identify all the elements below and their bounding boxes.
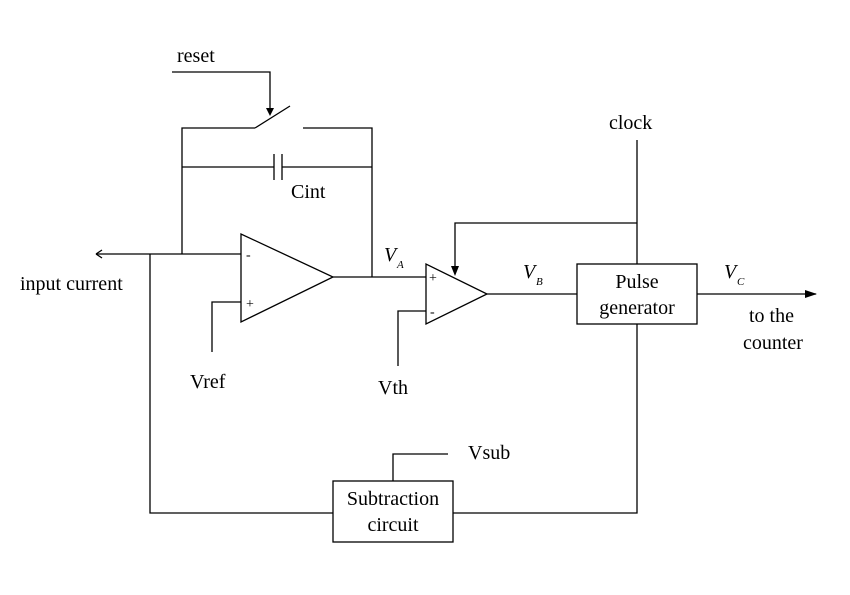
subtraction-circuit-label-line1: Subtraction <box>347 488 439 510</box>
reset-label: reset <box>177 45 215 67</box>
vc-main: V <box>724 261 739 283</box>
capacitor-cint <box>182 154 372 180</box>
vsub-label: Vsub <box>468 442 510 464</box>
pulse-generator-label-line1: Pulse <box>615 271 658 293</box>
input-current-label: input current <box>20 273 123 295</box>
vb-subscript: B <box>536 276 543 288</box>
reset-switch <box>172 71 373 277</box>
integrator-opamp: - + <box>211 232 426 352</box>
vref-label: Vref <box>190 371 226 393</box>
subtraction-circuit: Subtraction circuit <box>332 453 454 543</box>
clock-wires <box>451 140 638 276</box>
counter-label: counter <box>743 332 803 354</box>
clock-label: clock <box>609 112 652 134</box>
va-main: V <box>384 244 399 266</box>
to-the-label: to the <box>749 305 794 327</box>
opamp1-minus-sign: - <box>246 248 251 263</box>
vb-main: V <box>523 261 538 283</box>
va-subscript: A <box>396 259 404 271</box>
comparator: + - <box>397 262 577 366</box>
subtraction-circuit-label-line2: circuit <box>367 514 419 536</box>
node-label-vb: V B <box>523 261 543 288</box>
node-label-vc: V C <box>724 261 745 288</box>
input-wire <box>95 249 333 514</box>
vth-label: Vth <box>378 377 408 399</box>
pulse-generator-label-line2: generator <box>599 297 675 319</box>
opamp1-plus-sign: + <box>246 297 254 312</box>
comparator-plus-sign: + <box>429 271 437 286</box>
comparator-minus-sign: - <box>430 305 435 320</box>
node-label-va: V A <box>384 244 404 271</box>
vc-subscript: C <box>737 276 745 288</box>
pulse-generator: Pulse generator <box>453 263 817 514</box>
cint-label: Cint <box>291 181 326 203</box>
